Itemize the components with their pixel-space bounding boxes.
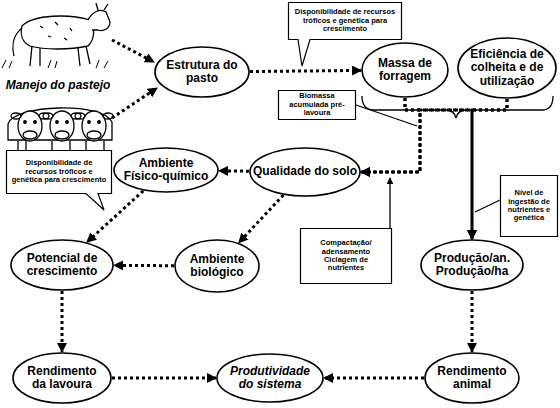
flow-arrow [324, 377, 424, 380]
ellipse-shape [421, 240, 523, 290]
grazing-arrows [112, 40, 157, 118]
node-text: Eficiência de colheita e de utilização [463, 48, 551, 88]
leader-line [356, 105, 417, 126]
ellipse-shape [362, 43, 448, 97]
process-ellipse: Ambiente biológico [174, 239, 260, 293]
illustration-caption: Manejo do pastejo [0, 78, 116, 92]
flow-arrow [61, 291, 64, 352]
leader-line [475, 200, 500, 212]
herd-bodies [8, 108, 112, 140]
ellipse-shape [11, 240, 113, 290]
node-text: Produtividade do sistema [223, 365, 317, 392]
ellipse-shape [250, 148, 360, 196]
process-ellipse: Estrutura do pasto [154, 46, 250, 98]
cattle-illustration [2, 3, 113, 152]
process-ellipse: Ambiente Físico-químico [113, 147, 219, 193]
grass [2, 60, 108, 68]
callout-shape [301, 229, 392, 284]
ellipse-shape [175, 240, 259, 292]
flow-arrow [114, 264, 174, 267]
process-ellipse: Rendimento da lavoura [12, 352, 112, 404]
node-text: Ambiente biológico [182, 253, 252, 280]
node-text: Ambiente Físico-químico [118, 157, 214, 184]
node-text: Potencial de crescimento [20, 252, 104, 279]
callout-box: Nível de ingestão de nutrientes e genéti… [500, 175, 558, 237]
grazing-arrow [112, 88, 157, 118]
grazing-arrow [112, 40, 154, 62]
node-text: Estrutura do pasto [166, 59, 238, 86]
herd-heads [11, 111, 113, 141]
flow-arrow [471, 291, 474, 352]
ellipse-shape [13, 353, 111, 403]
node-text: Disponibilidade de recursos tróficos e g… [9, 159, 109, 184]
node-text: Rendimento da lavoura [20, 365, 104, 392]
node-text: Produção/an. Produção/ha [429, 252, 515, 279]
node-text: Biomassa acumulada pré-lavoura [280, 92, 354, 117]
callout-box: Biomassa acumulada pré-lavoura [278, 90, 356, 120]
cow-body [21, 16, 93, 49]
ellipse-shape [155, 47, 249, 97]
node-text: Disponibilidade de recursos tróficos e g… [291, 8, 399, 33]
callout-shape [279, 91, 356, 120]
callout-shape [7, 151, 112, 211]
cow-head [88, 10, 110, 30]
process-ellipse: Potencial de crescimento [10, 239, 114, 291]
ellipse-shape [425, 353, 519, 403]
callout-shape [501, 176, 558, 237]
process-ellipse: Massa de forragem [361, 42, 449, 98]
node-text: Nível de ingestão de nutrientes e genéti… [502, 189, 556, 223]
flow-arrow [239, 195, 284, 243]
cow-legs [30, 46, 90, 66]
process-ellipse: Produtividade do sistema [216, 353, 324, 403]
ellipse-shape [114, 148, 218, 192]
cow-horns [96, 3, 108, 10]
node-text: Massa de forragem [370, 57, 440, 84]
bracket [362, 96, 553, 118]
flow-arrow [112, 377, 216, 380]
flow-arrow [219, 169, 249, 172]
process-ellipse: Rendimento animal [424, 352, 520, 404]
node-text: Rendimento animal [430, 365, 514, 392]
cow-tail [13, 28, 22, 56]
leader-arrow [389, 178, 390, 228]
callout-box: Disponibilidade de recursos tróficos e g… [6, 150, 112, 194]
edge-layer [62, 70, 507, 378]
callout-box: Compactação/ adensamento Ciclagem de nut… [300, 228, 392, 284]
ellipse-shape [217, 354, 323, 402]
flow-arrow [250, 70, 361, 71]
node-text: Qualidade do solo [253, 165, 357, 178]
callout-box: Disponibilidade de recursos tróficos e g… [288, 2, 402, 40]
node-text: Compactação/ adensamento Ciclagem de nut… [306, 239, 386, 273]
process-ellipse: Eficiência de colheita e de utilização [457, 37, 557, 99]
process-ellipse: Produção/an. Produção/ha [420, 239, 524, 291]
ellipse-shape [458, 38, 556, 98]
cow-spots [40, 22, 72, 40]
process-ellipse: Qualidade do solo [249, 147, 361, 197]
flow-arrow [405, 98, 472, 239]
